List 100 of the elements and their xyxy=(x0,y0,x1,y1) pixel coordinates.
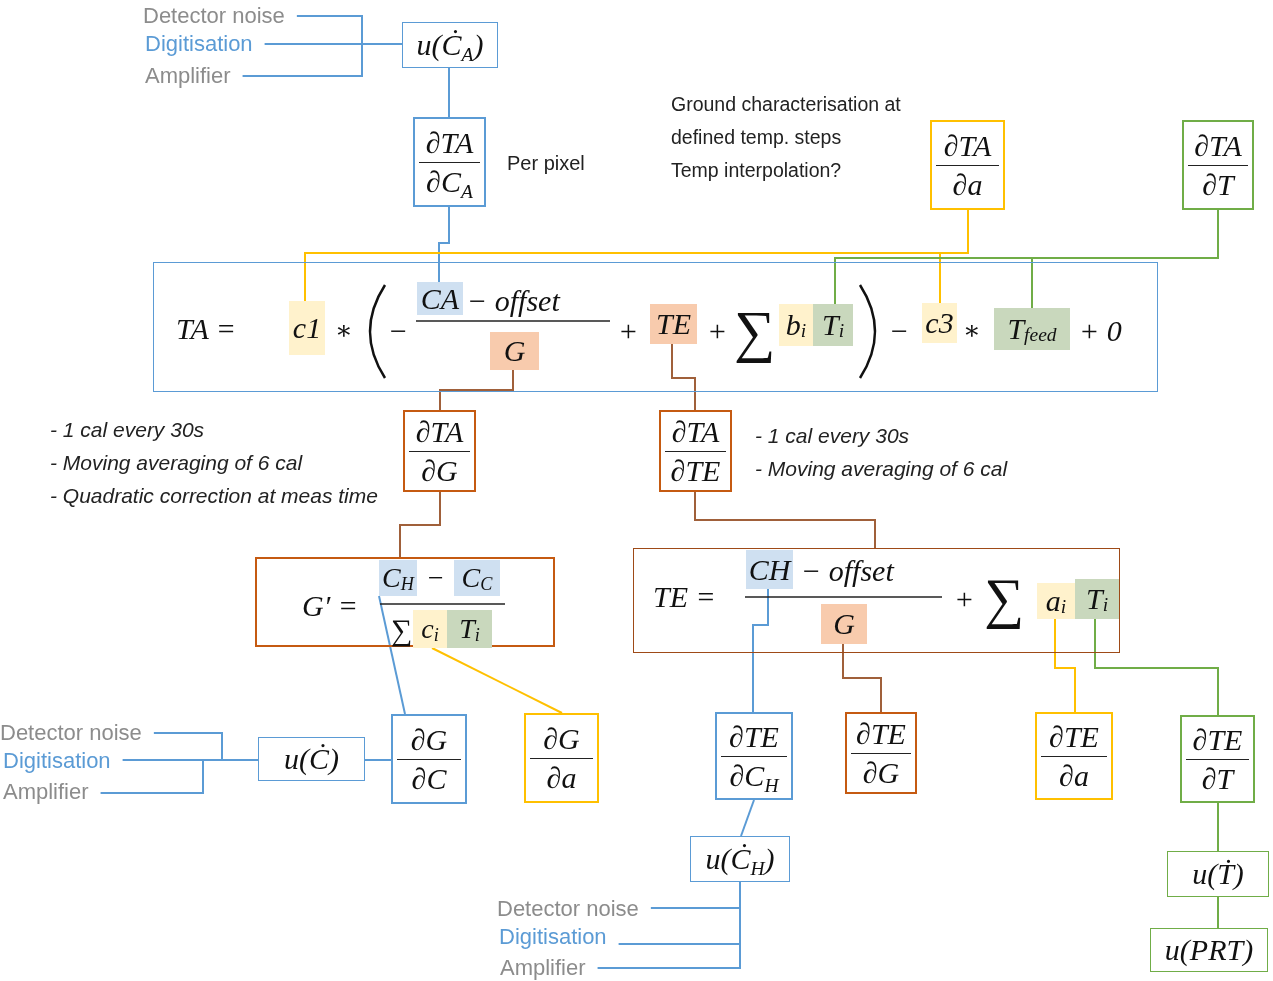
denominator: ∂C xyxy=(410,760,448,797)
equation-text: + 0 xyxy=(1079,313,1122,347)
equation-box xyxy=(153,262,1158,392)
uncertainty-box xyxy=(258,737,365,781)
connector-line xyxy=(1054,618,1076,713)
connector-line xyxy=(99,759,259,794)
equation-text: ∗ xyxy=(335,316,353,346)
numerator: ∂G xyxy=(530,719,593,759)
connector-line xyxy=(1094,618,1219,716)
connector-line xyxy=(431,647,563,714)
denominator: ∂T xyxy=(1200,760,1236,797)
denominator: ∂a xyxy=(951,166,984,203)
uncertainty-box xyxy=(402,22,498,68)
connector-line xyxy=(694,491,876,549)
equation-text: − offset xyxy=(801,553,894,587)
note-text: - Quadratic correction at meas time xyxy=(50,483,379,509)
numerator: ∂G xyxy=(397,720,461,760)
equation-text: − xyxy=(889,313,910,347)
note-text: - Moving averaging of 6 cal xyxy=(755,456,1009,482)
source-label: Digitisation xyxy=(3,748,123,774)
formula-text: u(Ċ) xyxy=(284,742,339,776)
equation-box xyxy=(633,548,1120,653)
derivative-box xyxy=(845,712,917,794)
highlighted-term: c3 xyxy=(922,303,957,343)
note-text: - Moving averaging of 6 cal xyxy=(50,450,304,476)
connector-line xyxy=(438,206,450,283)
note-text: Ground characterisation at defined temp. steps xyxy=(671,92,902,150)
equation-text: ∗ xyxy=(963,316,981,346)
highlighted-term: C$_{H}$ xyxy=(379,560,417,596)
connector-line xyxy=(752,588,769,713)
note-text: Temp interpolation? xyxy=(671,158,843,183)
formula-text: u(Ṫ) xyxy=(1192,857,1244,891)
equation-text: − xyxy=(426,562,445,594)
numerator: ∂TE xyxy=(851,714,911,754)
uncertainty-box xyxy=(1150,928,1268,972)
denominator: ∂T xyxy=(1201,166,1237,203)
derivative-box xyxy=(524,713,599,803)
equation-text: + xyxy=(707,313,728,347)
equation-text: + xyxy=(618,313,639,347)
source-label: Detector noise xyxy=(0,720,154,746)
highlighted-term: a$_{i}$ xyxy=(1037,583,1075,619)
connector-line xyxy=(399,491,441,558)
source-label: Amplifier xyxy=(3,779,101,805)
uncertainty-box xyxy=(690,836,790,882)
source-label: Digitisation xyxy=(145,31,265,57)
highlighted-term: c1 xyxy=(289,301,325,355)
equation-text: TE = xyxy=(653,579,716,613)
numerator: ∂TA xyxy=(419,123,480,163)
equation-box xyxy=(255,557,555,647)
equation-text: ∑ xyxy=(734,300,776,364)
denominator: ∂a xyxy=(545,759,578,796)
denominator: ∂TE xyxy=(669,452,722,489)
uncertainty-box xyxy=(1167,851,1269,897)
numerator: ∂TA xyxy=(1188,126,1248,166)
highlighted-term: T$_{feed}$ xyxy=(994,308,1070,350)
formula-text: u(Ċ$_{A}$) xyxy=(416,28,484,62)
equation-text: TA = xyxy=(176,311,236,345)
numerator: ∂TE xyxy=(721,717,787,757)
connector-line xyxy=(939,209,969,304)
formula-text: u(Ċ$_{H}$) xyxy=(705,842,775,876)
numerator: ∂TA xyxy=(665,412,726,452)
connector-line xyxy=(842,643,882,713)
source-label: Digitisation xyxy=(499,924,619,950)
equation-text: ∑ xyxy=(391,612,413,646)
denominator: ∂G xyxy=(420,452,459,489)
highlighted-term: G xyxy=(821,604,867,644)
numerator: ∂TA xyxy=(409,412,470,452)
derivative-box xyxy=(715,712,793,800)
connector-line xyxy=(448,67,450,118)
source-label: Amplifier xyxy=(500,955,598,981)
equation-text: + xyxy=(954,581,975,615)
connector-line xyxy=(671,343,696,411)
highlighted-term: T$_{i}$ xyxy=(813,304,853,346)
formula-text: u(PRT) xyxy=(1164,933,1254,967)
highlighted-term: T$_{i}$ xyxy=(1075,579,1119,619)
source-label: Amplifier xyxy=(145,63,243,89)
equation-text: ∑ xyxy=(984,568,1024,630)
denominator: ∂C$_{H}$ xyxy=(728,757,781,795)
denominator: ∂G xyxy=(861,754,901,791)
highlighted-term: TE xyxy=(650,304,697,344)
connector-line xyxy=(1217,896,1219,929)
highlighted-term: G xyxy=(490,332,539,370)
equation-text: − xyxy=(388,313,409,347)
equation-text: − offset xyxy=(467,283,560,317)
connector-line xyxy=(439,369,514,411)
connector-line xyxy=(1217,802,1219,852)
numerator: ∂TA xyxy=(936,126,999,166)
highlighted-term: CH xyxy=(746,550,793,589)
connector-line xyxy=(596,881,741,969)
connector-line xyxy=(241,43,403,77)
note-text: Per pixel xyxy=(507,151,586,176)
connector-line xyxy=(740,799,755,837)
denominator: ∂a xyxy=(1058,757,1090,794)
connector-line xyxy=(1031,209,1219,309)
highlighted-term: b$_{i}$ xyxy=(779,304,813,346)
numerator: ∂TE xyxy=(1041,717,1107,757)
derivative-box xyxy=(1180,715,1255,803)
connector-line xyxy=(364,759,392,761)
highlighted-term: C$_{C}$ xyxy=(454,560,500,596)
highlighted-term: CA xyxy=(417,282,463,315)
